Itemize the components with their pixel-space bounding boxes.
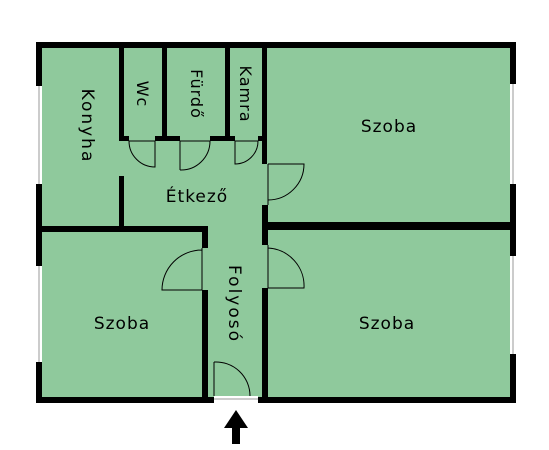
- outer-wall-left: [36, 42, 42, 403]
- wall-stub-etkezo: [119, 176, 124, 226]
- label-konyha: Konyha: [77, 89, 97, 164]
- door-furdo: [179, 140, 211, 171]
- walls: [36, 42, 516, 403]
- label-wc: Wc: [133, 81, 152, 108]
- wall-furdo-bottom-b: [210, 136, 230, 141]
- room-labels: Konyha Wc Fürdő Kamra Szoba Étkező Szoba…: [77, 66, 417, 344]
- door-szoba-bottom-right: [267, 245, 305, 289]
- label-szoba-bottom-left: Szoba: [94, 314, 150, 334]
- wall-between-right-rooms: [262, 222, 516, 230]
- wall-szoba-bottom-left-top: [36, 226, 208, 232]
- label-etkezo: Étkező: [166, 185, 228, 207]
- door-szoba-bottom-left: [161, 248, 203, 291]
- label-folyoso: Folyosó: [224, 265, 244, 343]
- doors: [128, 140, 305, 397]
- wall-kamra-szoba: [262, 46, 267, 164]
- wall-szoba-bottom-left-right-b: [202, 290, 208, 403]
- door-kamra: [234, 140, 259, 165]
- wall-konyha-wc: [119, 46, 124, 140]
- entrance-opening: [214, 396, 258, 404]
- wall-wc-furdo: [162, 46, 167, 140]
- outer-wall-bottom: [36, 397, 516, 403]
- wall-wc-bottom-a: [119, 136, 129, 141]
- wall-szoba-bottom-left-right-a: [202, 226, 208, 248]
- label-furdo: Fürdő: [187, 69, 206, 119]
- wall-furdo-bottom-a: [162, 136, 180, 141]
- label-szoba-top-right: Szoba: [361, 117, 417, 137]
- wall-kamra-bottom-b: [258, 136, 267, 141]
- windows: [36, 84, 516, 404]
- door-entrance: [213, 361, 251, 397]
- label-kamra: Kamra: [236, 66, 255, 123]
- wall-furdo-kamra: [225, 46, 230, 140]
- label-szoba-bottom-right: Szoba: [359, 314, 415, 334]
- wall-wc-bottom-b: [155, 136, 167, 141]
- wall-right-rooms-b: [262, 288, 268, 403]
- door-szoba-top-right: [267, 163, 305, 205]
- wall-kamra-bottom-a: [225, 136, 235, 141]
- outer-wall-top: [36, 42, 516, 48]
- door-wc: [128, 140, 156, 168]
- up-arrow-icon: [224, 410, 248, 444]
